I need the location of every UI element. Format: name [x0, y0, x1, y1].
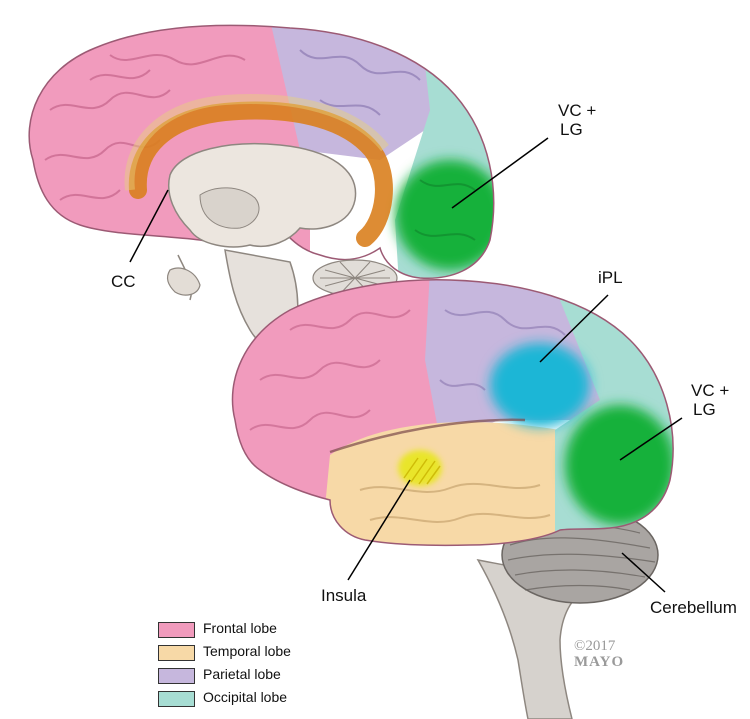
- leader-ipl: [539, 294, 609, 363]
- legend-label-frontal: Frontal lobe: [203, 620, 277, 636]
- corpus-callosum: [128, 101, 393, 247]
- leader-vc-lg-side: [619, 417, 683, 461]
- copyright: ©2017 MAYO: [574, 638, 624, 670]
- legend-swatch-occipital: [158, 691, 195, 707]
- legend-swatch-parietal: [158, 668, 195, 684]
- legend-label-temporal: Temporal lobe: [203, 643, 291, 659]
- label-ipl: iPL: [598, 268, 623, 287]
- leader-insula: [347, 479, 411, 581]
- legend-label-parietal: Parietal lobe: [203, 666, 281, 682]
- label-vc-lg-side: VC + LG: [691, 381, 730, 419]
- legend-swatch-frontal: [158, 622, 195, 638]
- leader-lines: [129, 137, 683, 593]
- copyright-owner: MAYO: [574, 654, 625, 670]
- leader-vc-lg-top: [451, 137, 549, 209]
- leader-cc: [129, 189, 169, 263]
- lateral-brain: [231, 279, 674, 719]
- legend-swatch-temporal: [158, 645, 195, 661]
- insula-region: [403, 457, 441, 485]
- legend-label-occipital: Occipital lobe: [203, 689, 288, 705]
- leader-cerebellum: [621, 552, 666, 593]
- copyright-year: ©2017: [574, 638, 616, 654]
- label-vc-lg-top: VC + LG: [558, 101, 597, 139]
- label-cerebellum: Cerebellum: [650, 598, 737, 617]
- thalamus: [168, 143, 357, 248]
- label-insula: Insula: [321, 586, 367, 605]
- label-cc: CC: [111, 272, 136, 291]
